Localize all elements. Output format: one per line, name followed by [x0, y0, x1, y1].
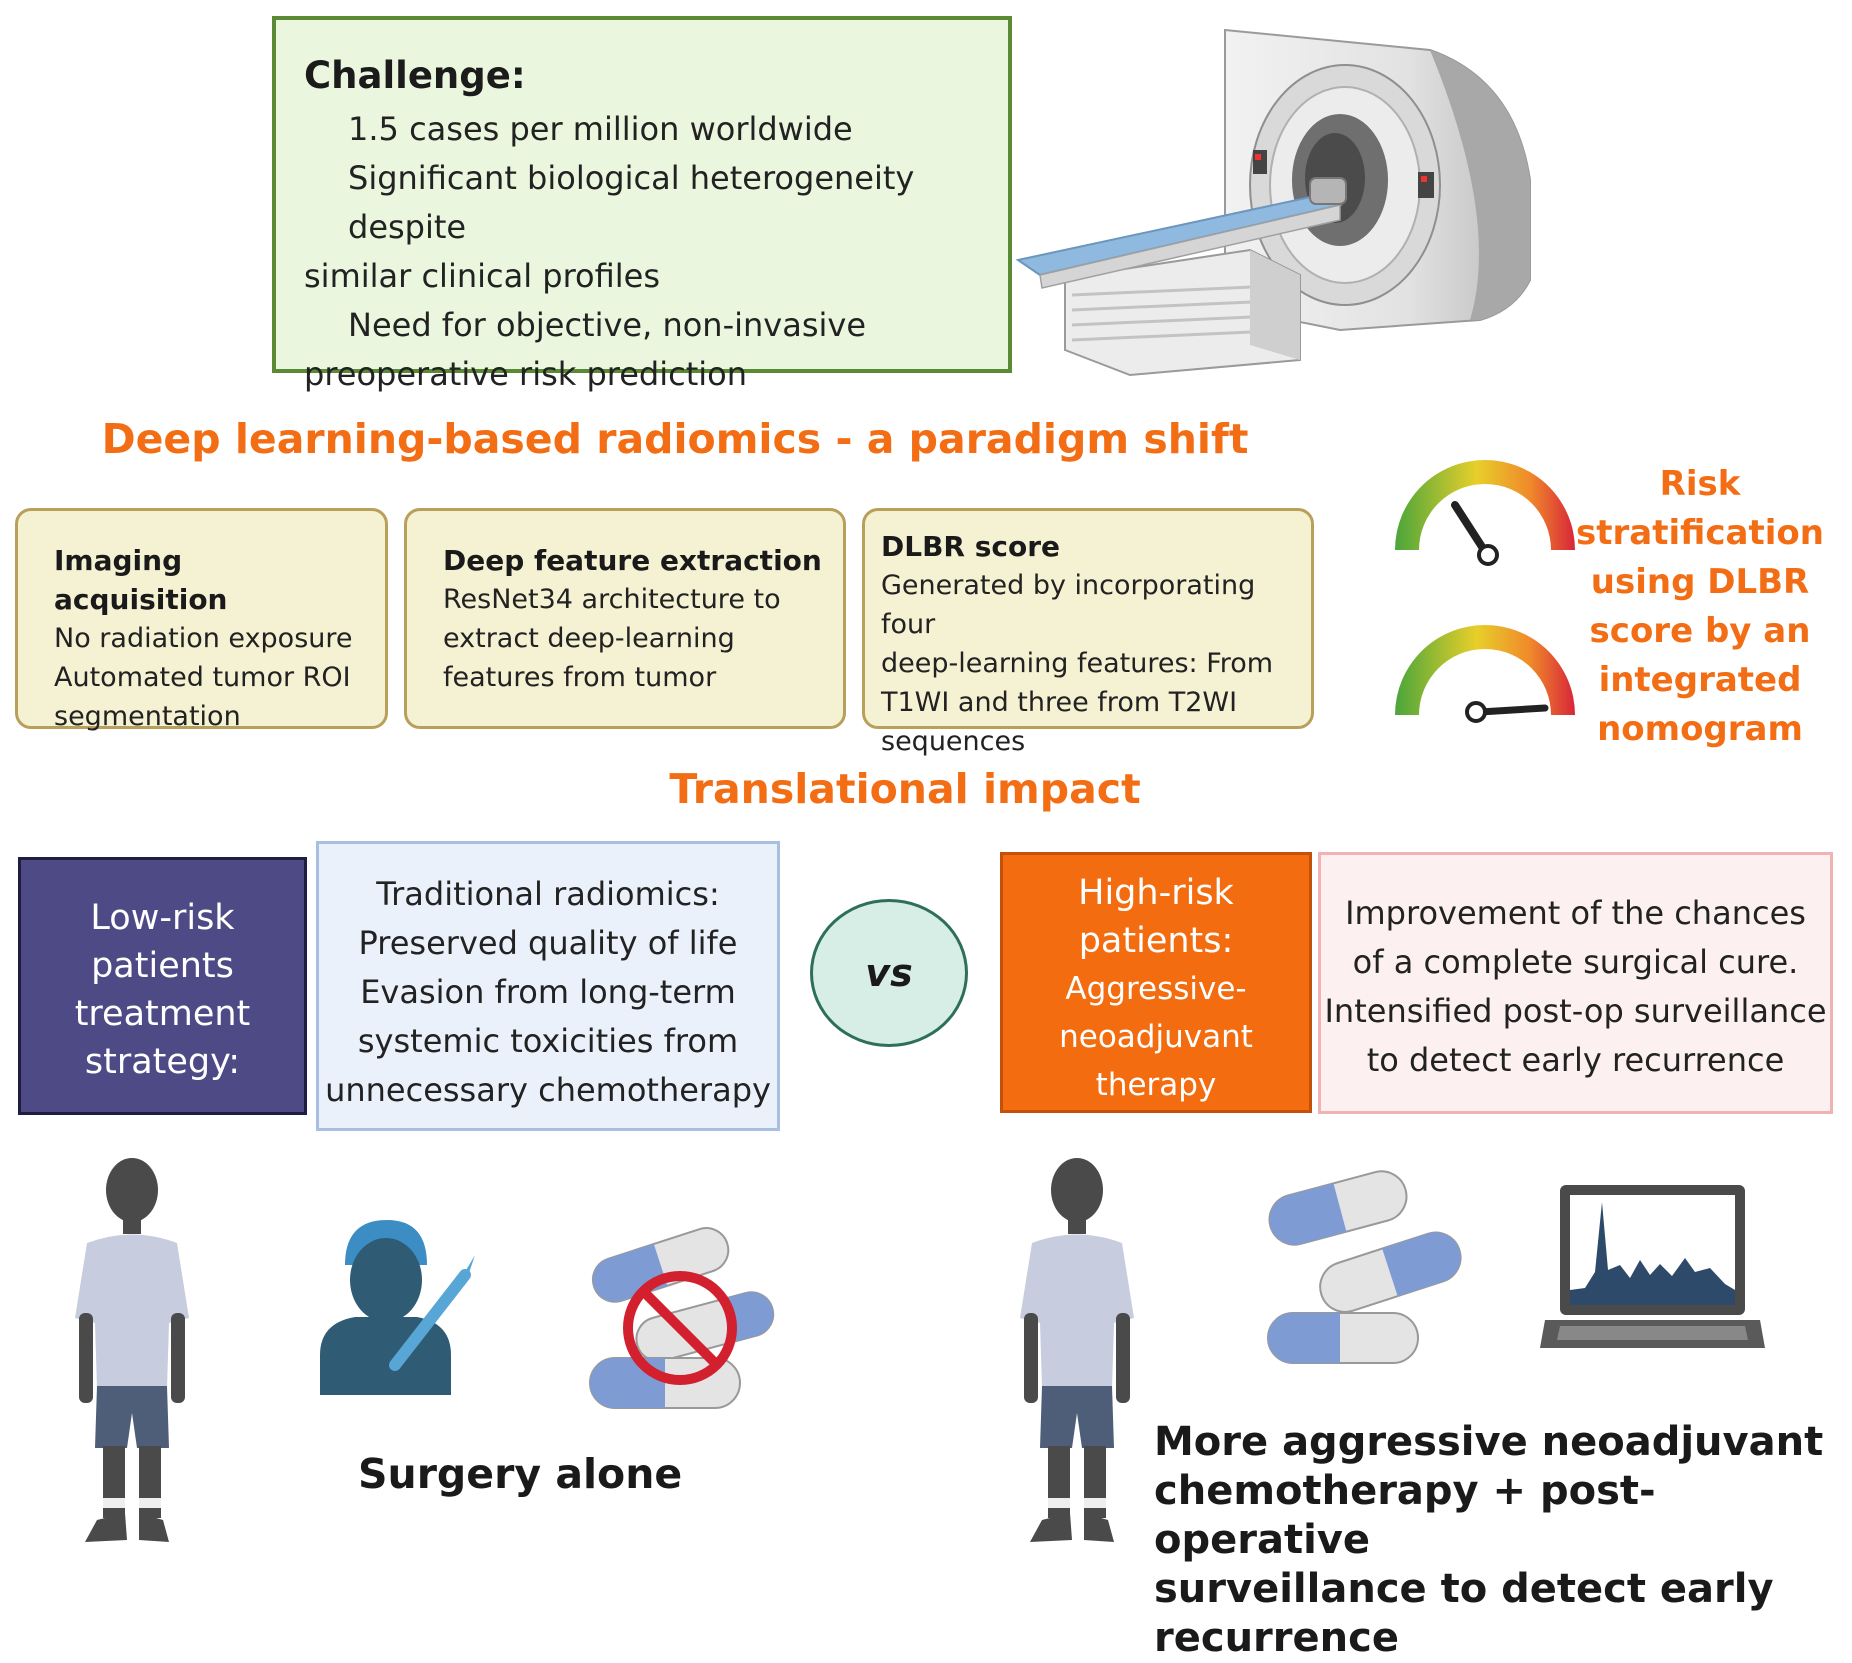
step-2-title: Deep feature extraction — [443, 544, 822, 577]
low-risk-line-1: Low-risk — [90, 898, 235, 938]
high-risk-line-3: Aggressive- — [1065, 971, 1247, 1007]
risk-line-4: score by an — [1589, 611, 1811, 651]
improve-line-2: of a complete surgical cure. — [1352, 943, 1799, 981]
headline: Deep learning-based radiomics - a paradi… — [101, 415, 1249, 463]
low-risk-line-3: treatment — [74, 994, 251, 1034]
challenge-line-2b: similar clinical profiles — [304, 257, 661, 295]
aggressive-line-3: surveillance to detect early — [1154, 1566, 1774, 1612]
trad-line-1: Traditional radiomics: — [376, 875, 720, 913]
surgeon-icon — [320, 1220, 475, 1395]
gauge-low-icon — [1395, 460, 1575, 566]
laptop-monitoring-icon — [1540, 1185, 1765, 1348]
risk-line-5: integrated — [1598, 660, 1802, 700]
translational-impact-title: Translational impact — [669, 765, 1141, 813]
gauge-high-icon — [1395, 625, 1575, 723]
step-1-title: Imaging acquisition — [54, 544, 228, 616]
step-2-line-1: ResNet34 architecture to — [443, 584, 781, 615]
challenge-box: Challenge: 1.5 cases per million worldwi… — [272, 16, 1012, 393]
risk-line-1: Risk — [1659, 464, 1741, 504]
improve-line-1: Improvement of the chances — [1345, 894, 1806, 932]
aggressive-line-2: chemotherapy + post-operative — [1154, 1468, 1656, 1563]
challenge-line-3b: preoperative risk prediction — [304, 355, 747, 393]
step-1-line-2: Automated tumor ROI — [54, 662, 351, 693]
step-1-line-1: No radiation exposure — [54, 623, 353, 654]
risk-line-3: using DLBR — [1590, 562, 1810, 602]
low-risk-line-2: patients — [91, 946, 234, 986]
surgery-alone-label: Surgery alone — [358, 1450, 683, 1498]
risk-line-6: nomogram — [1597, 709, 1803, 749]
improvement-box: Improvement of the chances of a complete… — [1318, 852, 1833, 1114]
challenge-line-2a: Significant biological heterogeneity des… — [348, 159, 915, 246]
high-risk-line-2: patients: — [1078, 921, 1234, 961]
low-risk-box: Low-risk patients treatment strategy: — [18, 857, 307, 1115]
challenge-title: Challenge: — [304, 54, 526, 97]
trad-line-2: Preserved quality of life — [358, 924, 738, 962]
improve-line-4: to detect early recurrence — [1366, 1041, 1785, 1079]
improve-line-3: Intensified post-op surveillance — [1324, 992, 1827, 1030]
high-risk-line-4: neoadjuvant — [1059, 1019, 1253, 1055]
step-2-line-2: extract deep-learning — [443, 623, 735, 654]
aggressive-treatment-label: More aggressive neoadjuvant chemotherapy… — [1154, 1418, 1852, 1663]
trad-line-3: Evasion from long-term — [360, 973, 736, 1011]
challenge-line-1: 1.5 cases per million worldwide — [348, 110, 853, 148]
step-deep-feature-extraction: Deep feature extraction ResNet34 archite… — [404, 508, 846, 729]
patient-figure-left-icon — [75, 1158, 189, 1542]
step-3-title: DLBR score — [881, 530, 1061, 563]
high-risk-line-5: therapy — [1095, 1067, 1217, 1103]
step-3-line-3: T1WI and three from T2WI — [881, 687, 1238, 718]
aggressive-line-1: More aggressive neoadjuvant — [1154, 1419, 1824, 1465]
mri-scanner-icon — [1015, 28, 1531, 377]
risk-line-2: stratification — [1576, 513, 1824, 553]
trad-line-5: unnecessary chemotherapy — [325, 1071, 771, 1109]
patient-figure-right-icon — [1020, 1158, 1134, 1542]
risk-stratification-text: Risk stratification using DLBR score by … — [1570, 460, 1830, 754]
step-imaging-acquisition: Imaging acquisition No radiation exposur… — [15, 508, 388, 732]
step-3-line-1: Generated by incorporating four — [881, 570, 1256, 640]
step-3-line-4: sequences — [881, 726, 1026, 757]
step-dlbr-score: DLBR score Generated by incorporating fo… — [862, 508, 1314, 757]
aggressive-line-4: recurrence — [1154, 1615, 1399, 1661]
step-2-line-3: features from tumor — [443, 662, 717, 693]
trad-line-4: systemic toxicities from — [357, 1022, 739, 1060]
no-chemotherapy-icon — [589, 1227, 775, 1409]
low-risk-line-4: strategy: — [84, 1042, 241, 1082]
vs-circle: vs — [810, 899, 968, 1047]
challenge-line-3a: Need for objective, non-invasive — [348, 306, 867, 344]
high-risk-line-1: High-risk — [1078, 873, 1234, 913]
step-3-line-2: deep-learning features: From — [881, 648, 1274, 679]
traditional-radiomics-box: Traditional radiomics: Preserved quality… — [316, 841, 780, 1131]
chemotherapy-pills-icon — [1267, 1170, 1462, 1364]
high-risk-box: High-risk patients: Aggressive- neoadjuv… — [1000, 852, 1312, 1113]
step-1-line-3: segmentation — [54, 701, 241, 732]
